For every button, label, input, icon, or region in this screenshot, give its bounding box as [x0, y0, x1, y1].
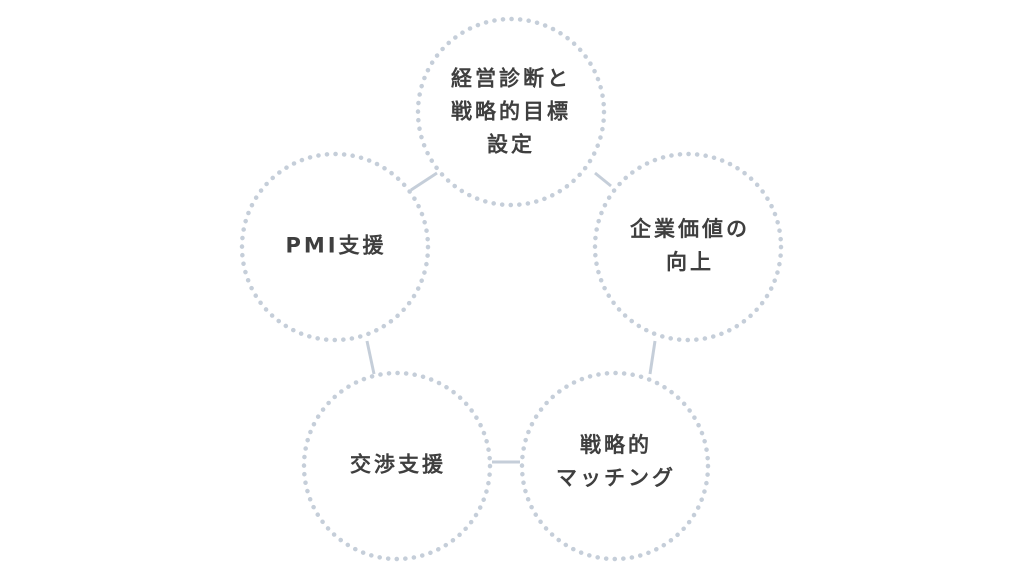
node-circle-left: [239, 151, 431, 343]
node-label-line: 戦略的: [580, 433, 652, 457]
node-label-top: 経営診断と 戦略的目標 設定: [451, 63, 571, 162]
node-label-left: PMI支援: [285, 230, 386, 263]
node-label-bottom-left: 交渉支援: [350, 449, 446, 482]
node-label-line: 交渉支援: [350, 452, 446, 477]
node-circle-top: [415, 16, 607, 208]
node-label-right: 企業価値の 向上: [630, 213, 750, 279]
node-label-line: 設定: [487, 132, 535, 157]
connector-bottomleft-left: [365, 340, 376, 375]
connector-left-top: [410, 171, 438, 192]
node-circle-bottom-right: [519, 370, 711, 562]
node-label-line: マッチング: [556, 466, 676, 490]
node-label-line: 向上: [666, 250, 714, 274]
node-label-bottom-right: 戦略的 マッチング: [556, 429, 676, 495]
node-circle-bottom-left: [301, 370, 493, 562]
connector-right-bottomright: [648, 340, 657, 375]
node-label-line: PMI支援: [285, 233, 387, 258]
connector-top-right: [594, 171, 612, 188]
node-label-line: 企業価値の: [630, 217, 750, 241]
node-label-line: 戦略的目標: [451, 99, 571, 124]
node-label-line: 経営診断と: [451, 66, 571, 91]
node-circle-right: [592, 151, 784, 343]
